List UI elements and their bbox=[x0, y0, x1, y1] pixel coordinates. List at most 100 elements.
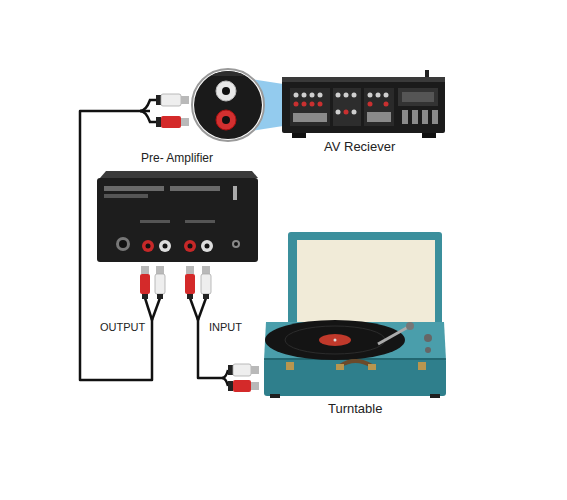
turntable-drawing-part bbox=[340, 361, 372, 366]
split-cables-part bbox=[198, 298, 206, 320]
preamp-drawing-part bbox=[97, 178, 258, 262]
node-label: AV Reciever bbox=[324, 139, 395, 155]
preamp-drawing-part bbox=[232, 240, 240, 248]
preamp-drawing-part bbox=[185, 220, 215, 223]
av-receiver-drawing-part-part bbox=[310, 102, 315, 107]
turntable-drawing-part bbox=[368, 364, 376, 370]
rca-plugs-turntable-part bbox=[233, 380, 251, 392]
av-receiver-drawing-part-part bbox=[336, 93, 341, 98]
rca-plugs-receiver-part bbox=[181, 96, 189, 104]
preamp-drawing-part bbox=[233, 186, 237, 200]
av-receiver-drawing-part-part bbox=[344, 110, 349, 115]
rca-plugs-receiver-part bbox=[156, 117, 161, 127]
split-cables-part bbox=[152, 298, 160, 320]
rca-plugs-output-part bbox=[157, 294, 163, 299]
av-receiver-drawing-part-part bbox=[368, 93, 373, 98]
preamp-drawing-part bbox=[119, 240, 127, 248]
turntable-drawing-part bbox=[334, 339, 337, 342]
av-receiver-drawing-part bbox=[282, 77, 445, 82]
rca-plugs-input-part bbox=[187, 294, 193, 299]
av-receiver-drawing-part-part bbox=[352, 93, 357, 98]
cable-label: INPUT bbox=[207, 321, 244, 334]
turntable-drawing-part bbox=[425, 347, 431, 353]
av-receiver-drawing-part-part bbox=[368, 102, 373, 107]
magnifier-circle-part-part bbox=[216, 81, 236, 101]
av-receiver-drawing-part-part bbox=[302, 93, 307, 98]
rca-plugs-input-part bbox=[185, 274, 195, 294]
split-cables-part bbox=[140, 111, 156, 122]
turntable-node: Turntable bbox=[262, 230, 447, 420]
preamp-drawing-part bbox=[142, 240, 154, 252]
turntable-drawing-part bbox=[286, 362, 294, 370]
av-receiver-drawing-part bbox=[290, 88, 330, 126]
rca-plugs-output-part bbox=[140, 274, 150, 294]
rca-plugs-output-part bbox=[156, 266, 164, 274]
turntable-drawing-part bbox=[406, 322, 414, 330]
turntable-drawing bbox=[264, 232, 446, 398]
magnifier-circle-part-part bbox=[222, 87, 230, 95]
preamp-drawing-part bbox=[104, 186, 164, 191]
av-receiver-drawing-part bbox=[292, 133, 306, 138]
rca-plugs-receiver-part bbox=[156, 95, 161, 105]
av-receiver-drawing-part-part bbox=[367, 112, 391, 122]
av-receiver-drawing bbox=[245, 70, 445, 138]
rca-plugs-input-part bbox=[202, 266, 210, 274]
av-receiver-drawing-part-part bbox=[294, 93, 299, 98]
split-cables-part bbox=[222, 370, 228, 378]
turntable-drawing-part bbox=[418, 362, 426, 370]
magnifier-circle bbox=[190, 69, 270, 142]
preamp-drawing-part bbox=[116, 237, 130, 251]
split-cables-part bbox=[145, 298, 152, 320]
av-receiver-drawing-part-part bbox=[318, 102, 323, 107]
av-receiver-drawing-part-part bbox=[384, 102, 389, 107]
magnifier-circle-part-part bbox=[216, 110, 236, 130]
rca-plugs-turntable-part bbox=[251, 366, 259, 374]
turntable-drawing-part bbox=[378, 326, 410, 344]
av-receiver-drawing-part bbox=[293, 110, 438, 124]
rca-plugs-output bbox=[140, 266, 165, 299]
rca-plugs-input-part bbox=[203, 294, 209, 299]
preamp-drawing-part bbox=[188, 244, 193, 249]
turntable-drawing-part bbox=[288, 232, 442, 326]
av-receiver-drawing-part bbox=[294, 93, 389, 115]
receiver-node: AV Reciever bbox=[192, 68, 450, 158]
turntable-drawing-part bbox=[270, 394, 280, 398]
audio-cable bbox=[198, 262, 262, 378]
av-receiver-drawing-part-part bbox=[432, 110, 438, 124]
rca-plugs-receiver-part bbox=[161, 94, 181, 106]
av-receiver-drawing-part-part bbox=[294, 102, 299, 107]
rca-plugs-input-part bbox=[201, 274, 211, 294]
rca-plugs-turntable bbox=[228, 364, 259, 392]
turntable-drawing-part bbox=[297, 240, 435, 324]
node-label: Turntable bbox=[328, 401, 382, 417]
rca-plugs-turntable-part bbox=[228, 365, 233, 375]
av-receiver-drawing-part-part bbox=[310, 93, 315, 98]
magnifier-circle-part-part bbox=[222, 116, 230, 124]
rca-plugs-turntable-part bbox=[251, 382, 259, 390]
rca-plugs-turntable-part bbox=[228, 381, 233, 391]
preamp-drawing-part bbox=[146, 244, 151, 249]
rca-plugs-output-part bbox=[155, 274, 165, 294]
preamp-drawing bbox=[97, 171, 258, 262]
preamp-drawing-part bbox=[170, 186, 220, 191]
av-receiver-drawing-part-part bbox=[402, 110, 408, 124]
turntable-drawing-part bbox=[285, 326, 385, 354]
av-receiver-drawing-part bbox=[422, 133, 436, 138]
preamp-drawing-part bbox=[100, 171, 258, 178]
split-cables-part bbox=[222, 378, 228, 386]
preamp-drawing-part bbox=[140, 220, 170, 223]
av-receiver-drawing-part-part bbox=[336, 110, 341, 115]
split-cables-part bbox=[190, 298, 198, 320]
av-receiver-drawing-part-part bbox=[422, 110, 428, 124]
preamp-drawing-part bbox=[159, 240, 171, 252]
rca-plugs-output-part bbox=[142, 294, 148, 299]
av-receiver-drawing-part-part bbox=[376, 93, 381, 98]
av-receiver-drawing-part-part bbox=[384, 93, 389, 98]
node-label: Pre- Amplifier bbox=[141, 151, 213, 165]
cable-label: OUTPUT bbox=[98, 321, 147, 334]
rca-plugs-turntable-part bbox=[233, 364, 251, 376]
magnifier-circle-part-part bbox=[190, 70, 270, 76]
av-receiver-drawing-part bbox=[282, 77, 445, 133]
